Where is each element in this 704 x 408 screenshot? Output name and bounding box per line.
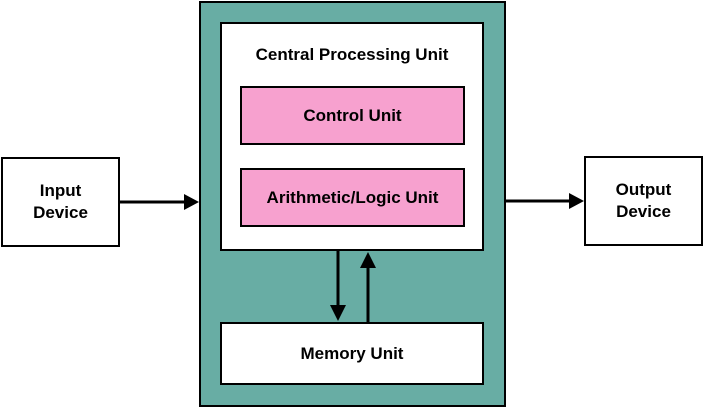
arrowhead-cpu-to-output bbox=[569, 193, 584, 209]
memory-unit-box: Memory Unit bbox=[220, 322, 484, 385]
output-device-box: Output Device bbox=[584, 156, 703, 246]
arrowhead-input-to-cpu bbox=[184, 194, 199, 210]
output-device-label: Output Device bbox=[615, 180, 672, 221]
alu-label: Arithmetic/Logic Unit bbox=[266, 187, 439, 207]
control-unit-label: Control Unit bbox=[303, 105, 402, 125]
cpu-title: Central Processing Unit bbox=[255, 45, 449, 64]
memory-unit-label: Memory Unit bbox=[300, 343, 404, 363]
input-device-label: Input Device bbox=[33, 181, 88, 222]
control-unit-box: Control Unit bbox=[240, 86, 465, 145]
input-device-box: Input Device bbox=[1, 157, 120, 247]
alu-box: Arithmetic/Logic Unit bbox=[240, 168, 465, 227]
